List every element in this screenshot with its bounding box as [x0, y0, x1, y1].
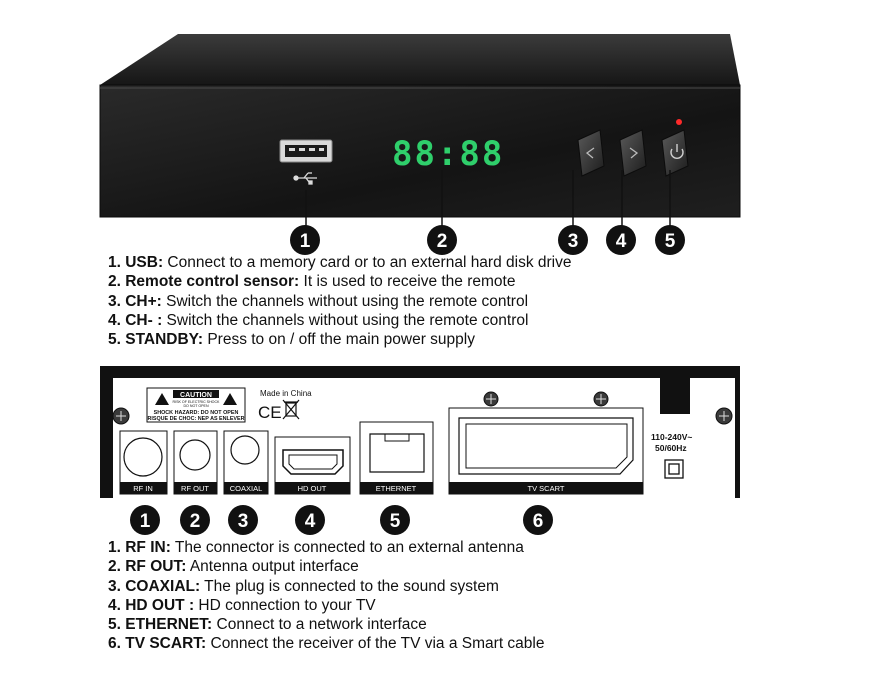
- ch-minus-button[interactable]: [577, 129, 605, 177]
- svg-text:2: 2: [437, 231, 448, 252]
- caution-label: CAUTION RISK OF ELECTRIC SHOCK DO NOT OP…: [146, 387, 246, 423]
- ch-plus-button[interactable]: [619, 129, 647, 177]
- rear-marker-4: 4: [295, 505, 325, 535]
- chevron-right-icon: [629, 147, 639, 159]
- tv-scart-port[interactable]: TV SCART: [448, 407, 644, 495]
- front-markers: 1 2 3 4 5: [290, 225, 685, 255]
- svg-text:CAUTION: CAUTION: [180, 392, 212, 399]
- front-marker-3: 3: [558, 225, 588, 255]
- front-legend-item: 2. Remote control sensor: It is used to …: [108, 273, 516, 291]
- rear-marker-5: 5: [380, 505, 410, 535]
- svg-text:DO NOT OPEN: DO NOT OPEN: [183, 404, 208, 408]
- svg-text:1: 1: [140, 511, 151, 532]
- rear-legend-item: 4. HD OUT : HD connection to your TV: [108, 596, 376, 614]
- svg-text:6: 6: [533, 511, 544, 532]
- port-label: RF IN: [133, 484, 153, 493]
- front-legend: 1. USB: Connect to a memory card or to a…: [108, 253, 571, 349]
- front-legend-item: 5. STANDBY: Press to on / off the main p…: [108, 331, 475, 349]
- rear-markers: 1 2 3 4 5 6: [130, 505, 553, 535]
- svg-text:2: 2: [190, 511, 201, 532]
- weee-bin-icon: [282, 399, 300, 420]
- rear-legend-item: 3. COAXIAL: The plug is connected to the…: [108, 577, 499, 595]
- coaxial-port[interactable]: COAXIAL: [223, 430, 269, 495]
- power-icon: [670, 144, 684, 159]
- front-marker-5: 5: [655, 225, 685, 255]
- svg-text:RISK OF ELECTRIC SHOCK: RISK OF ELECTRIC SHOCK: [173, 400, 221, 404]
- hd-out-port[interactable]: HD OUT: [274, 436, 351, 495]
- usb-icon: [293, 172, 317, 185]
- front-legend-item: 4. CH- : Switch the channels without usi…: [108, 311, 529, 329]
- svg-text:3: 3: [568, 231, 579, 252]
- front-panel: 88:88: [99, 34, 741, 218]
- port-label: HD OUT: [298, 484, 327, 493]
- rear-panel: CAUTION RISK OF ELECTRIC SHOCK DO NOT OP…: [100, 366, 740, 498]
- port-label: TV SCART: [528, 484, 565, 493]
- rear-legend-item: 6. TV SCART: Connect the receiver of the…: [108, 635, 545, 653]
- svg-text:4: 4: [305, 511, 316, 532]
- svg-text:4: 4: [616, 231, 627, 252]
- front-marker-2: 2: [427, 225, 457, 255]
- rear-legend-item: 1. RF IN: The connector is connected to …: [108, 539, 524, 556]
- rear-marker-6: 6: [523, 505, 553, 535]
- rf-in-port[interactable]: RF IN: [119, 430, 168, 495]
- ethernet-port[interactable]: ETHERNET: [359, 421, 434, 495]
- svg-text:3: 3: [238, 511, 249, 532]
- box-top-surface: [100, 34, 740, 85]
- usb-port: [279, 139, 333, 163]
- front-legend-item: 3. CH+: Switch the channels without usin…: [108, 292, 529, 310]
- front-marker-1: 1: [290, 225, 320, 255]
- rear-marker-2: 2: [180, 505, 210, 535]
- warning-icon: [155, 393, 169, 405]
- port-label: COAXIAL: [230, 484, 263, 493]
- svg-text:5: 5: [665, 231, 676, 252]
- port-label: RF OUT: [181, 484, 209, 493]
- svg-text:RISQUE DE CHOC: NEP AS ENLEVER: RISQUE DE CHOC: NEP AS ENLEVER: [147, 416, 244, 422]
- rear-marker-1: 1: [130, 505, 160, 535]
- rf-out-port[interactable]: RF OUT: [173, 430, 218, 495]
- svg-text:5: 5: [390, 511, 401, 532]
- standby-button[interactable]: [661, 129, 689, 177]
- rear-legend-item: 2. RF OUT: Antenna output interface: [108, 558, 359, 576]
- made-in-label: Made in China: [260, 389, 312, 398]
- led-display: 88:88: [392, 134, 504, 174]
- front-legend-item: 1. USB: Connect to a memory card or to a…: [108, 254, 572, 271]
- svg-text:SHOCK HAZARD: DO NOT OPEN: SHOCK HAZARD: DO NOT OPEN: [154, 410, 239, 416]
- rear-marker-3: 3: [228, 505, 258, 535]
- warning-icon: [223, 393, 237, 405]
- front-leader-lines: [305, 170, 671, 226]
- rear-legend: 1. RF IN: The connector is connected to …: [108, 538, 545, 654]
- standby-led: [676, 119, 682, 125]
- port-label: ETHERNET: [376, 484, 417, 493]
- chevron-left-icon: [585, 147, 595, 159]
- front-marker-4: 4: [606, 225, 636, 255]
- svg-text:1: 1: [300, 231, 311, 252]
- power-rating-voltage: 110-240V~: [651, 432, 692, 442]
- power-rating-frequency: 50/60Hz: [655, 443, 687, 453]
- double-insulation-icon: [664, 459, 684, 479]
- ce-mark: CE: [258, 403, 282, 422]
- rear-legend-item: 5. ETHERNET: Connect to a network interf…: [108, 616, 427, 634]
